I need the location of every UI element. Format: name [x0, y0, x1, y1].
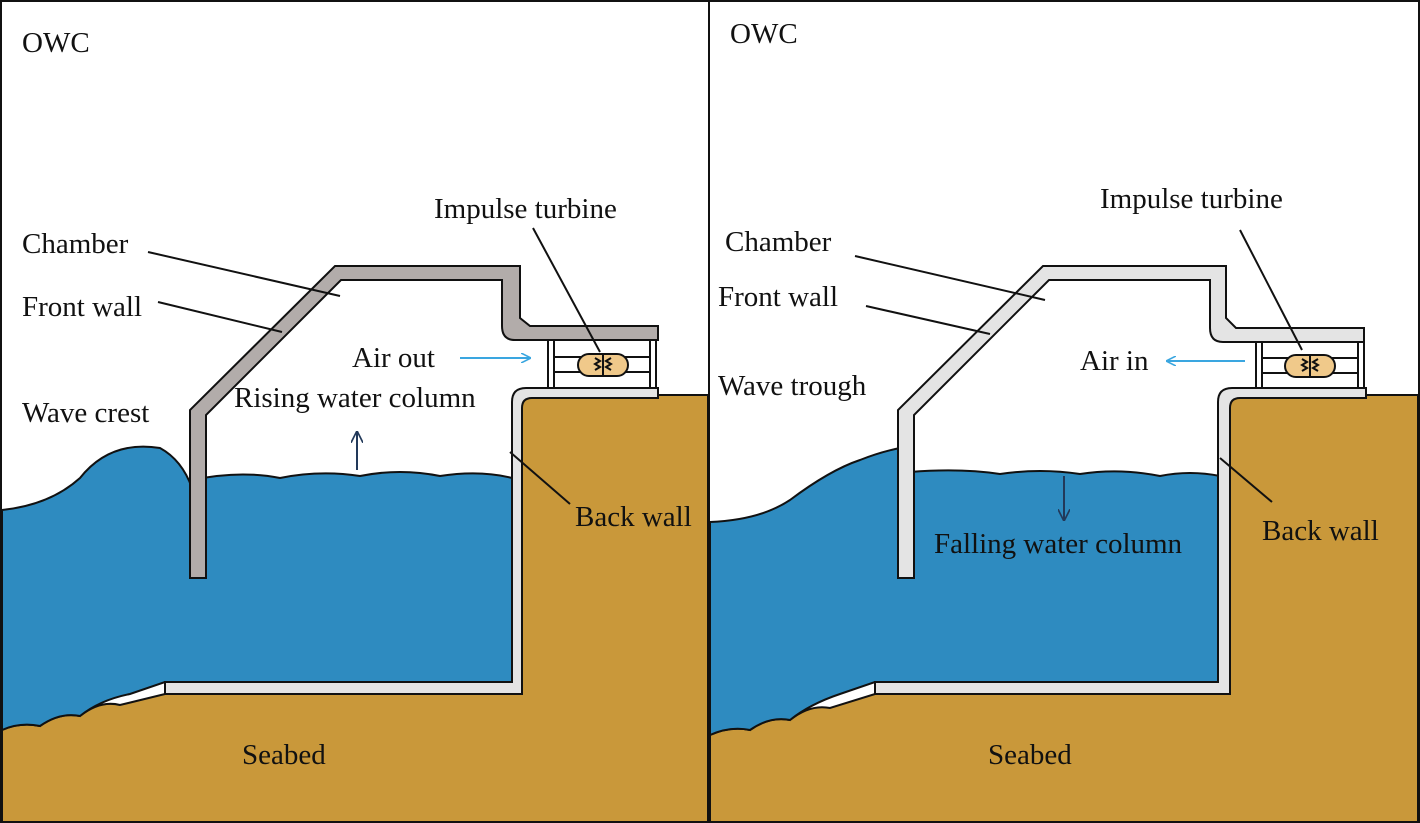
chamber-label-left: Chamber — [22, 228, 129, 260]
seabed-label-right: Seabed — [988, 739, 1072, 771]
rising-water-column-label: Rising water column — [234, 382, 476, 414]
seabed-label-left: Seabed — [242, 739, 326, 771]
chamber-leader-left — [147, 251, 341, 297]
turbine-housing-left — [547, 340, 657, 388]
turbine-housing-right — [1255, 342, 1365, 388]
front-wall-label-right: Front wall — [718, 281, 838, 313]
falling-water-column-label: Falling water column — [934, 528, 1183, 560]
panel-rising — [0, 227, 709, 823]
back-wall-label-right: Back wall — [1262, 515, 1379, 547]
panel-frame-right — [708, 0, 1420, 823]
wave-crest-label: Wave crest — [22, 397, 149, 429]
panel-title-right: OWC — [730, 18, 798, 50]
turbine-leader-right — [1239, 229, 1303, 351]
back-wall-label-left: Back wall — [575, 501, 692, 533]
owc-structure-right — [874, 265, 1367, 695]
air-in-label: Air in — [1080, 345, 1149, 377]
front-wall-label-left: Front wall — [22, 291, 142, 323]
panel-falling — [709, 229, 1419, 823]
turbine-label-left: Impulse turbine — [434, 193, 617, 225]
chamber-label-right: Chamber — [725, 226, 832, 258]
front-wall-leader-left — [157, 301, 283, 333]
panel-title-left: OWC — [22, 27, 90, 59]
turbine-leader-left — [532, 227, 601, 353]
sea-left — [0, 445, 513, 732]
sea-right — [709, 446, 1221, 737]
owc-structure-left — [164, 265, 659, 695]
front-wall-leader-right — [865, 305, 991, 335]
chamber-leader-right — [854, 255, 1046, 301]
air-out-label: Air out — [352, 342, 435, 374]
back-wall-leader-right — [1219, 457, 1273, 503]
turbine-label-right: Impulse turbine — [1100, 183, 1283, 215]
back-wall-leader-left — [509, 451, 571, 505]
wave-trough-label: Wave trough — [718, 370, 867, 402]
